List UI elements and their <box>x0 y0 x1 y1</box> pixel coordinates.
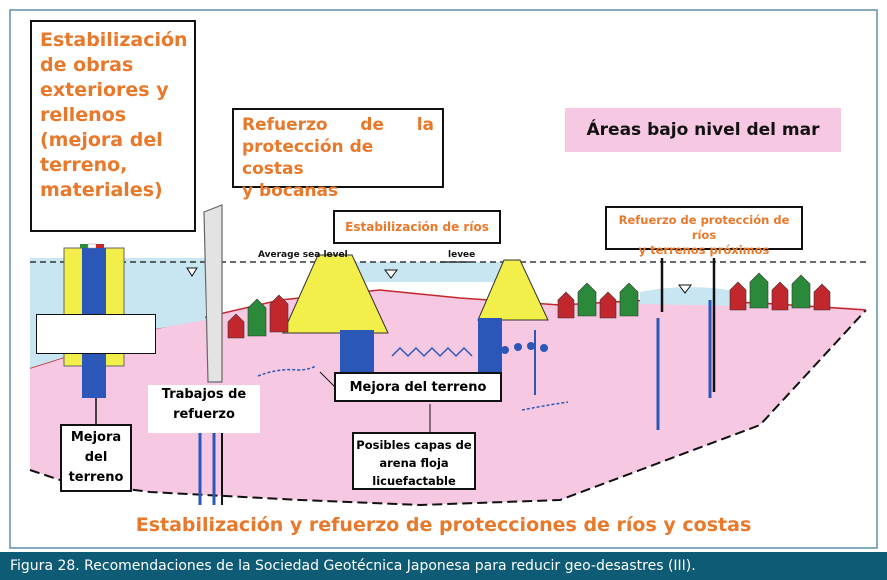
house-2 <box>247 298 267 337</box>
box-estabilizacion-obras: Estabilización de obras exteriores y rel… <box>30 20 196 232</box>
box-trabajos-refuerzo: Trabajos de refuerzo <box>148 385 260 433</box>
house-10 <box>771 281 789 311</box>
house-3 <box>269 294 289 333</box>
box-posibles-capas: Posibles capas de arena floja licuefacta… <box>352 432 476 490</box>
costas-word-3: la <box>416 115 434 135</box>
figure-caption: Figura 28. Recomendaciones de la Socieda… <box>0 552 887 580</box>
box-mejora-terreno-izq: Mejora del terreno <box>60 424 132 492</box>
label-levee: levee <box>448 250 476 260</box>
water-level-marker-right <box>678 284 692 294</box>
box-areas-bajo-nivel: Áreas bajo nivel del mar <box>565 108 841 152</box>
houses-right-group <box>557 282 639 319</box>
pier-flag-white <box>87 243 97 249</box>
water-level-marker-sea <box>186 267 198 277</box>
house-1 <box>227 313 245 339</box>
house-6 <box>599 291 617 319</box>
box-trabajos-line1: Trabajos de <box>161 387 247 402</box>
river-water <box>325 262 520 282</box>
house-11 <box>791 274 811 309</box>
house-8 <box>729 281 747 311</box>
box-mejora-izq-line3: terreno <box>68 470 124 485</box>
box-mejora-terreno-centro: Mejora del terreno <box>334 372 502 402</box>
costas-word-2: de <box>360 115 384 135</box>
liquefiable-layer-3 <box>521 401 569 411</box>
empty-label-box <box>36 314 156 354</box>
house-5 <box>577 282 597 317</box>
box-trabajos-line2: refuerzo <box>173 407 235 422</box>
costas-row3: y bocanas <box>242 181 339 201</box>
levee-right-foundation <box>478 318 502 378</box>
costas-word-1: Refuerzo <box>242 115 328 135</box>
levee-left-foundation <box>340 330 374 378</box>
liquefiable-layer-1 <box>391 346 473 358</box>
houses-left-group <box>227 294 289 339</box>
box-refuerzo-rios-line1: Refuerzo de protección de ríos <box>618 213 790 242</box>
box-posibles-line2: arena floja <box>379 456 449 470</box>
box-estabilizacion-rios: Estabilización de ríos <box>333 210 501 244</box>
river-water-right <box>640 287 740 306</box>
box-refuerzo-costas-row1: Refuerzo de la <box>242 114 434 136</box>
box-refuerzo-rios-line2: y terrenos próximos <box>638 243 770 257</box>
figure: Estabilización de obras exteriores y rel… <box>9 9 878 549</box>
box-refuerzo-rios: Refuerzo de protección de ríos y terreno… <box>605 206 803 257</box>
box-mejora-izq-line2: del <box>84 450 108 465</box>
costas-row2: protección de costas <box>242 137 374 179</box>
box-refuerzo-costas: Refuerzo de la protección de costas y bo… <box>232 108 444 201</box>
house-7 <box>619 282 639 317</box>
diagram-bottom-title: Estabilización y refuerzo de proteccione… <box>135 514 752 536</box>
pointer-mejora-centro <box>319 371 337 389</box>
liquefiable-dot-4 <box>540 344 548 352</box>
water-level-marker-center <box>384 269 398 279</box>
pier-flag-red <box>96 244 104 248</box>
levee-right <box>477 259 549 321</box>
box-mejora-izq-line1: Mejora <box>70 430 122 445</box>
liquefiable-dot-1 <box>501 346 509 354</box>
box-posibles-line3: licuefactable <box>372 474 456 488</box>
box-estabilizacion-obras-text: Estabilización de obras exteriores y rel… <box>40 29 188 201</box>
liquefiable-layer-2 <box>257 365 317 377</box>
box-posibles-line1: Posibles capas de <box>356 438 472 452</box>
seawall <box>203 204 223 383</box>
pier-flag-green <box>80 244 88 248</box>
liquefiable-dot-2 <box>514 343 522 351</box>
house-12 <box>813 283 831 311</box>
house-9 <box>749 272 769 309</box>
houses-far-right-group <box>729 272 831 311</box>
label-average-sea-level: Average sea level <box>258 250 348 260</box>
liquefiable-dot-3 <box>527 342 535 350</box>
house-4 <box>557 291 575 319</box>
